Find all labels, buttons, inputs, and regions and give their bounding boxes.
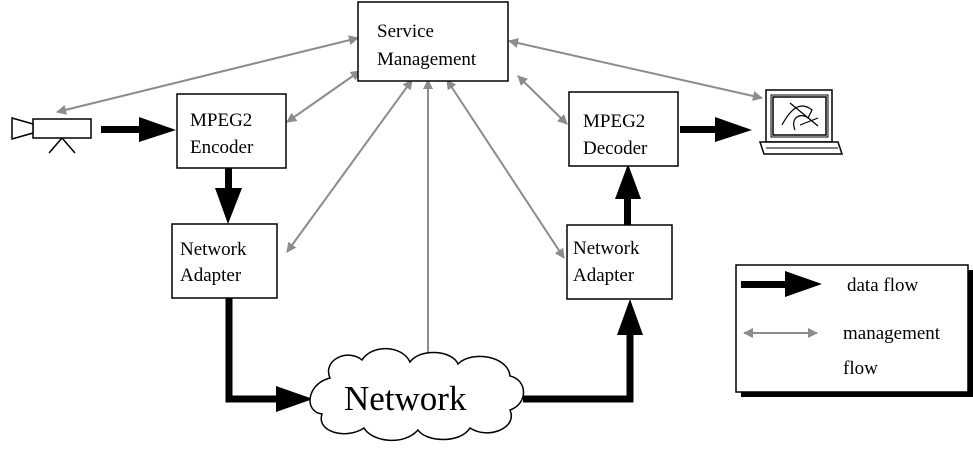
mgmt-arrow-monitor [508, 38, 763, 101]
data-arrow-adapter-network-line [225, 298, 278, 403]
network-label: Network [344, 379, 467, 418]
data-arrow-network-adapter-line [523, 333, 634, 403]
mgmt-arrow-camera [56, 35, 359, 115]
service-management-line1: Service [377, 21, 434, 42]
service-management-line2: Management [377, 49, 477, 70]
encoder-line1: MPEG2 [190, 110, 252, 131]
adapter-right-line1: Network [573, 238, 640, 259]
data-arrows [101, 117, 752, 412]
data-arrow-encoder-adapter-shaft [225, 168, 232, 190]
legend-management-label-1: management [843, 323, 941, 344]
encoder-box: MPEG2 Encoder [176, 93, 287, 169]
data-arrow-encoder-adapter-head [215, 188, 242, 224]
management-arrows [56, 35, 763, 369]
mgmt-arrow-decoder [517, 75, 568, 125]
legend: data flow management flow [735, 264, 973, 397]
adapter-left-box: Network Adapter [171, 223, 278, 299]
cloud-shape [309, 347, 525, 442]
decoder-box: MPEG2 Decoder [568, 91, 679, 167]
adapter-right-box: Network Adapter [566, 224, 673, 300]
encoder-line2: Encoder [190, 137, 254, 158]
legend-data-arrow-shaft [741, 281, 787, 288]
data-arrow-adapter-decoder-shaft [624, 196, 631, 225]
legend-data-flow-label: data flow [847, 275, 919, 296]
data-arrow-decoder-monitor-head [715, 117, 752, 142]
service-management-box: Service Management [357, 1, 509, 82]
mgmt-arrow-adapter-right [446, 79, 565, 259]
data-arrow-camera-encoder-head [139, 117, 176, 142]
data-arrow-network-adapter-head [617, 299, 643, 335]
data-arrow-camera-encoder-shaft [101, 126, 141, 133]
adapter-left-line2: Adapter [180, 265, 242, 286]
legend-management-label-2: flow [843, 358, 878, 379]
monitor-icon [758, 89, 844, 155]
data-arrow-decoder-monitor-shaft [680, 126, 717, 133]
legend-data-arrow-head [785, 271, 822, 297]
mgmt-arrow-encoder [286, 70, 361, 123]
data-arrow-adapter-network-head [276, 386, 313, 412]
adapter-right-line2: Adapter [573, 265, 635, 286]
network-cloud: Network [309, 347, 525, 442]
decoder-line2: Decoder [583, 138, 648, 159]
mgmt-arrow-adapter-left [286, 79, 413, 253]
data-arrow-adapter-decoder-head [615, 164, 641, 199]
decoder-line1: MPEG2 [583, 111, 645, 132]
adapter-left-line1: Network [180, 239, 247, 260]
camera-icon [11, 117, 92, 154]
